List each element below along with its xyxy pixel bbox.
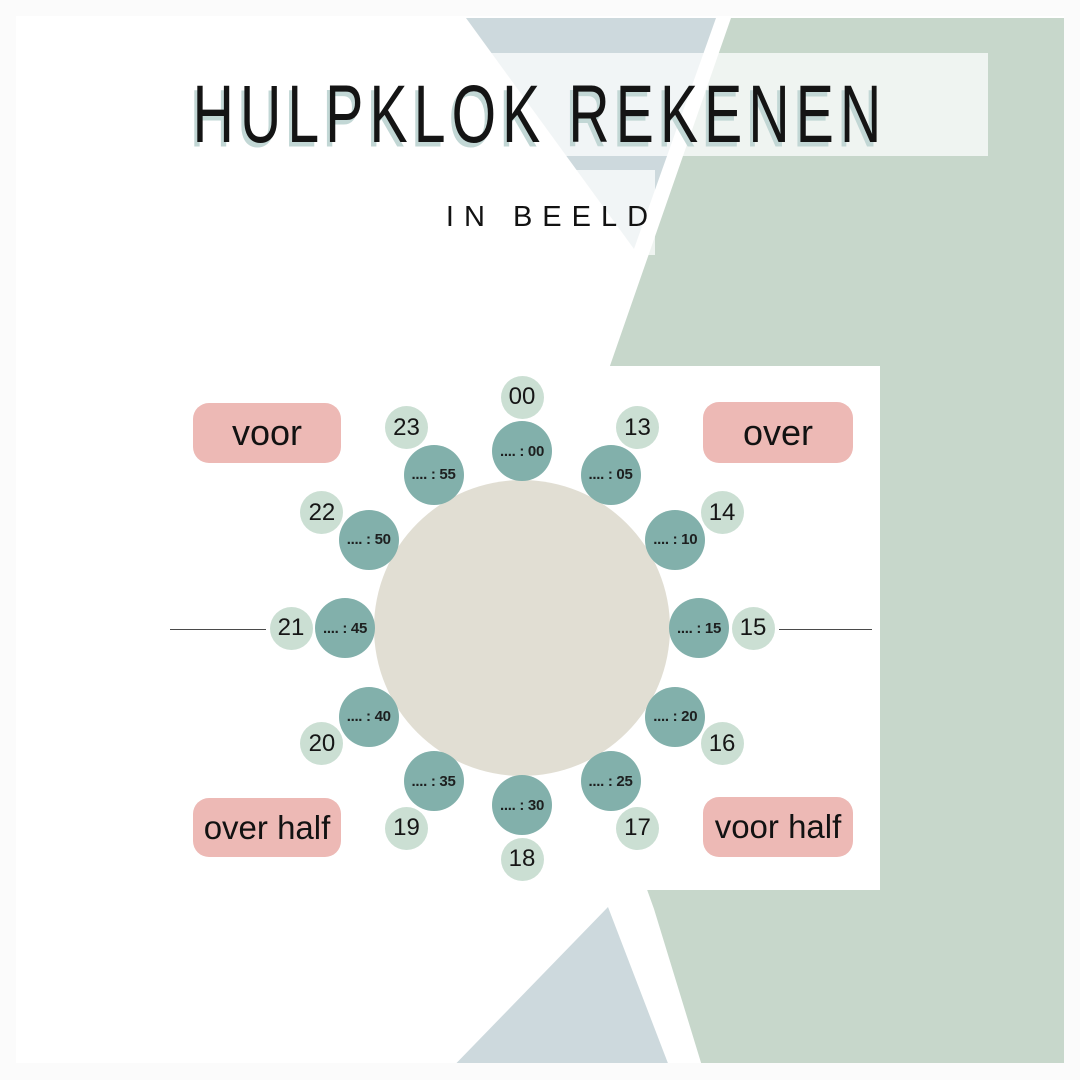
horizontal-axis-line-left <box>170 629 266 630</box>
label-voor: voor <box>193 403 341 463</box>
hour-circle: 18 <box>500 837 544 881</box>
minute-circle: .... : 25 <box>580 751 641 812</box>
minute-circle: .... : 55 <box>403 444 464 505</box>
blue-triangle-bottom <box>456 907 668 1063</box>
hour-circle: 15 <box>731 606 775 650</box>
minute-circle: .... : 35 <box>403 751 464 812</box>
hour-circle: 16 <box>700 722 744 765</box>
minute-circle: .... : 00 <box>492 421 552 481</box>
label-over: over <box>703 402 853 463</box>
hour-circle: 22 <box>300 491 344 534</box>
minute-circle: .... : 15 <box>669 598 729 658</box>
page-subtitle: IN BEELD <box>445 201 659 233</box>
hour-circle: 20 <box>300 722 344 765</box>
minute-circle: .... : 10 <box>645 509 706 570</box>
hour-circle: 23 <box>385 406 428 450</box>
minute-circle: .... : 05 <box>580 444 641 505</box>
hour-circle: 17 <box>616 806 659 850</box>
hour-circle: 13 <box>616 406 659 450</box>
hour-circle: 21 <box>269 606 313 650</box>
page-title: HULPKLOK REKENEN <box>192 68 888 160</box>
label-voor-half: voor half <box>703 797 853 857</box>
clock-face <box>374 480 670 776</box>
hour-circle: 14 <box>700 491 744 534</box>
minute-circle: .... : 50 <box>338 509 399 570</box>
minute-circle: .... : 45 <box>315 598 375 658</box>
minute-circle: .... : 30 <box>492 775 552 835</box>
hour-circle: 00 <box>500 375 544 419</box>
hour-circle: 19 <box>385 806 428 850</box>
minute-circle: .... : 20 <box>645 686 706 747</box>
minute-circle: .... : 40 <box>338 686 399 747</box>
horizontal-axis-line-right <box>779 629 872 630</box>
label-over-half: over half <box>193 798 341 857</box>
